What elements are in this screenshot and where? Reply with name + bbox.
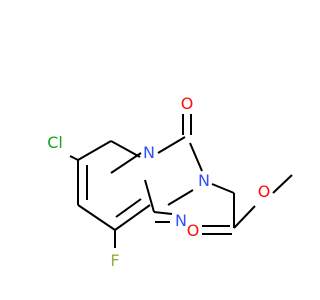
atom-labels: O N N N Cl F O O xyxy=(47,94,270,270)
atom-o-ester: O xyxy=(258,182,271,201)
bond-cco-oester xyxy=(233,205,256,229)
atom-o-carbonyl: O xyxy=(187,221,200,240)
bond-c6-c5 xyxy=(77,140,112,161)
bond-nbridge-c3 xyxy=(157,136,186,154)
bond-c8-c7 xyxy=(77,204,116,231)
bond-c8a-c8-inner xyxy=(115,198,142,218)
bond-c5-nbridge xyxy=(110,152,142,174)
bond-c8a-nbridge xyxy=(144,179,155,213)
atom-n-1: N xyxy=(175,211,187,230)
bond-n2-ch2 xyxy=(211,183,235,194)
molecule-structure: O N N N Cl F O O xyxy=(47,94,293,270)
atom-f: F xyxy=(110,251,119,270)
structure-drawing: O N N N Cl F O O xyxy=(47,94,293,270)
bond-oester-ch3 xyxy=(272,174,293,194)
atom-cl: Cl xyxy=(47,133,63,152)
atom-n-bridge: N xyxy=(143,143,155,162)
bond-n2-n1 xyxy=(167,189,194,206)
atom-o-ketone: O xyxy=(181,94,194,113)
bond-c3-n2 xyxy=(189,142,203,172)
bonds xyxy=(69,114,293,248)
bond-n1-c8a-double xyxy=(153,211,173,215)
bond-c6-cl xyxy=(69,155,79,161)
bond-c5-nb xyxy=(110,140,141,158)
atom-n-2: N xyxy=(198,171,210,190)
bond-c8a-c8 xyxy=(114,204,151,231)
